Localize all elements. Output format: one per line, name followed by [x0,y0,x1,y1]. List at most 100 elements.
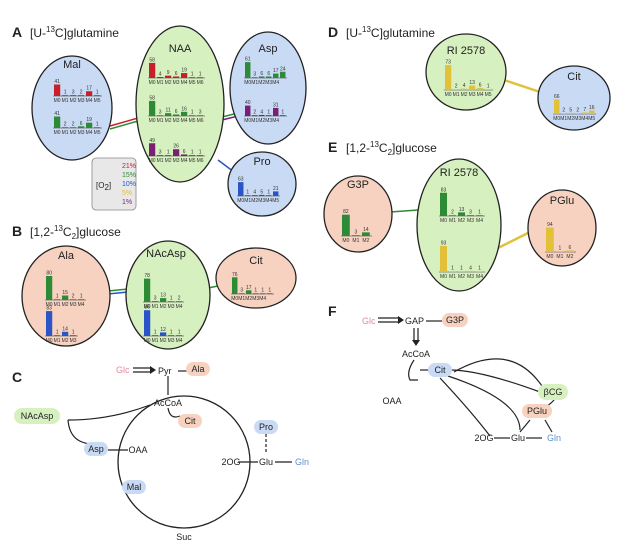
c-pro-badge [254,420,278,434]
o2-legend-item: 21% [122,163,136,170]
histogram-x-label: M0 [144,338,151,344]
node-pro-label: Pro [253,156,270,168]
c-suc: Suc [176,532,192,542]
f-gap: GAP [405,316,424,326]
line-cit-glu [447,375,521,431]
histogram-bar [173,149,180,156]
histogram-value-label: 2 [64,122,67,128]
node-asp-label: Asp [259,43,278,55]
connector-mal-naa-red [109,117,139,127]
histogram-bar [78,95,85,96]
histogram-x-label: M4 [476,274,483,280]
c-2og: 2OG [221,457,240,467]
histogram-x-label: M2 [70,130,77,136]
isotopologue-histograms: 41M01M13M22M317M41M541M02M12M26M319M41M5… [45,57,596,344]
histogram-value-label: 94 [547,222,553,228]
histogram-value-label: 1 [267,110,270,116]
histogram-value-label: 3 [159,110,162,116]
histogram-value-label: 80 [46,271,52,277]
histogram-bar [259,194,265,196]
histogram-x-label: M2 [362,238,369,244]
line-glu-pglu [519,419,531,433]
histogram-x-label: M2 [458,274,465,280]
histogram-bar [173,114,180,116]
histogram-value-label: 6 [175,71,178,77]
histogram-bar [78,126,85,128]
histogram-value-label: 15 [62,290,68,296]
histogram-bar [94,127,101,128]
histogram-value-label: 86 [144,305,150,311]
histogram-x-label: M2 [245,296,252,302]
histogram-bar [70,335,77,336]
histogram-value-label: 3 [199,110,202,116]
histogram-x-label: M5 [272,198,279,204]
histogram-x-label: M3 [467,274,474,280]
histogram-value-label: 13 [160,293,166,299]
f-cit: Cit [435,365,446,375]
histogram-value-label: 2 [178,296,181,302]
histogram-bar [556,251,564,252]
o2-legend-item: 10% [122,181,136,188]
histogram-bar [568,112,574,114]
histogram-value-label: 1 [460,266,463,272]
histogram-x-label: M0 [54,130,61,136]
histogram-value-label: 2 [72,294,75,300]
histogram-bar [252,115,258,116]
arrow-glc-pyr-head [150,366,156,374]
histogram-value-label: 4 [159,71,162,77]
histogram-value-label: 1 [80,294,83,300]
histogram-x-label: M4 [86,130,93,136]
histogram-value-label: 2 [451,210,454,216]
histogram-value-label: 41 [54,111,60,117]
histogram-value-label: 17 [246,285,252,291]
histogram-bar [266,76,272,78]
histogram-x-label: M0 [445,92,452,98]
histogram-x-label: M2 [160,338,167,344]
histogram-value-label: 13 [469,80,475,86]
panel-c: C Glc Pyr Ala AcCoA Cit NAcAsp Asp OAA [12,362,309,542]
histogram-value-label: 1 [191,72,194,78]
histogram-x-label: M0 [546,254,553,260]
histogram-x-label: M2 [62,338,69,344]
histogram-x-label: M3 [173,158,180,164]
histogram-bar [589,110,595,114]
histogram-x-label: M3 [70,338,77,344]
histogram-bar [239,293,245,294]
histogram-value-label: 1 [254,288,257,294]
histogram-x-label: M2 [458,218,465,224]
panel-f-letter: F [328,303,337,319]
histogram-value-label: 3 [154,296,157,302]
c-nacasp-badge [14,408,60,424]
histogram-x-label: M1 [251,118,258,124]
histogram-bar [78,299,85,300]
histogram-value-label: 5 [569,107,572,113]
histogram-bar [232,277,238,294]
histogram-bar [176,335,183,336]
histogram-value-label: 21 [273,186,279,192]
f-oaa: OAA [382,396,401,406]
histogram-bar [189,155,196,156]
f-glc: Glc [362,316,376,326]
histogram-value-label: 1 [154,330,157,336]
histogram-bar [280,71,286,78]
histogram-x-label: M1 [152,338,159,344]
histogram-bar [94,95,101,96]
histogram-value-label: 66 [554,94,560,100]
panel-c-letter: C [12,369,22,385]
connector-ala-nacasp-blue [107,291,129,295]
node-cit-d-label: Cit [567,71,580,83]
histogram-x-label: M0 [440,274,447,280]
histogram-value-label: 1 [268,288,271,294]
histogram-bar [173,76,180,78]
histogram-value-label: 2 [80,90,83,96]
panel-a: A [U-13C]glutamine Mal NAA Asp Pro [O2] … [12,24,307,217]
histogram-x-label: M2 [461,92,468,98]
histogram-bar [476,271,484,272]
histogram-bar [157,155,164,156]
histogram-bar [157,115,164,116]
histogram-x-label: M5 [94,130,101,136]
